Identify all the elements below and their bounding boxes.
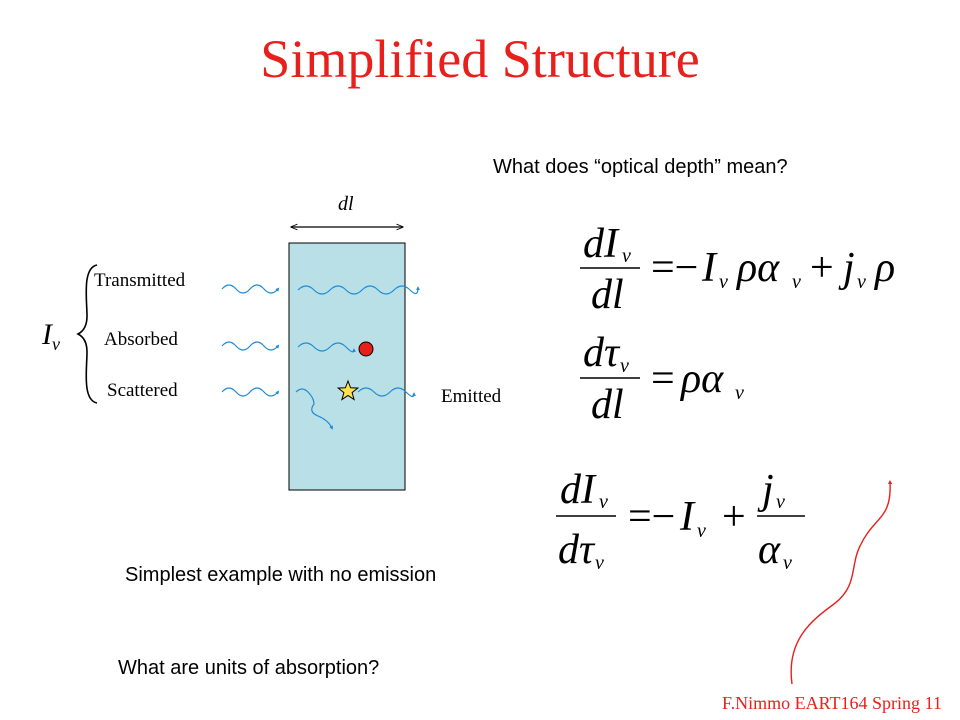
transmitted-ray-through <box>297 285 420 295</box>
svg-text:ν: ν <box>783 552 792 574</box>
svg-text:ν: ν <box>735 382 744 404</box>
svg-text:=: = <box>651 356 675 402</box>
scattered-ray-inside <box>295 388 333 430</box>
svg-text:α: α <box>758 527 781 573</box>
slide-title: Simplified Structure <box>260 29 700 89</box>
medium-slab <box>288 242 406 491</box>
absorber-dot <box>358 341 374 357</box>
absorbed-label: Absorbed <box>104 329 178 350</box>
svg-text:ν: ν <box>595 552 604 574</box>
svg-text:dτ: dτ <box>558 527 596 573</box>
intensity-symbol: Iν <box>42 318 60 354</box>
footer-credit: F.Nimmo EART164 Spring 11 <box>722 693 942 713</box>
svg-text:ν: ν <box>719 271 728 293</box>
svg-text:dl: dl <box>591 272 624 318</box>
svg-text:I: I <box>679 494 696 540</box>
absorbed-ray-inside <box>297 342 356 353</box>
emitted-label: Emitted <box>441 386 502 407</box>
svg-text:ν: ν <box>792 271 801 293</box>
svg-text:ν: ν <box>622 245 631 267</box>
annotation-arrow <box>790 479 893 685</box>
svg-text:ρα: ρα <box>679 356 724 402</box>
svg-text:dτ: dτ <box>583 330 621 376</box>
svg-text:j: j <box>757 467 774 513</box>
svg-text:+: + <box>722 494 746 540</box>
svg-text:ν: ν <box>599 491 608 513</box>
svg-text:ρ: ρ <box>873 245 895 291</box>
svg-text:=−: =− <box>651 245 698 291</box>
svg-text:=−: =− <box>628 494 675 540</box>
svg-text:dI: dI <box>560 467 597 513</box>
dl-label: dl <box>338 193 354 215</box>
svg-text:ν: ν <box>776 491 785 513</box>
transmitted-ray-incoming <box>221 284 280 294</box>
svg-text:ν: ν <box>620 355 629 377</box>
svg-text:ν: ν <box>857 271 866 293</box>
intensity-brace <box>76 264 98 404</box>
simplest-example-text: Simplest example with no emission <box>125 564 437 586</box>
scattered-label: Scattered <box>107 380 178 401</box>
question-optical-depth: What does “optical depth” mean? <box>493 156 788 178</box>
svg-text:ρα: ρα <box>735 245 780 291</box>
svg-text:+: + <box>810 245 834 291</box>
absorbed-ray-incoming <box>221 341 280 351</box>
question-units-absorption: What are units of absorption? <box>118 657 380 679</box>
scattered-ray-incoming <box>221 387 280 397</box>
emitter-star <box>336 379 360 401</box>
svg-text:I: I <box>701 245 718 291</box>
transmitted-label: Transmitted <box>94 270 186 291</box>
emitted-ray <box>357 387 416 398</box>
svg-text:ν: ν <box>697 520 706 542</box>
svg-text:dI: dI <box>583 221 620 267</box>
svg-text:dl: dl <box>591 382 624 428</box>
svg-text:j: j <box>838 245 855 291</box>
